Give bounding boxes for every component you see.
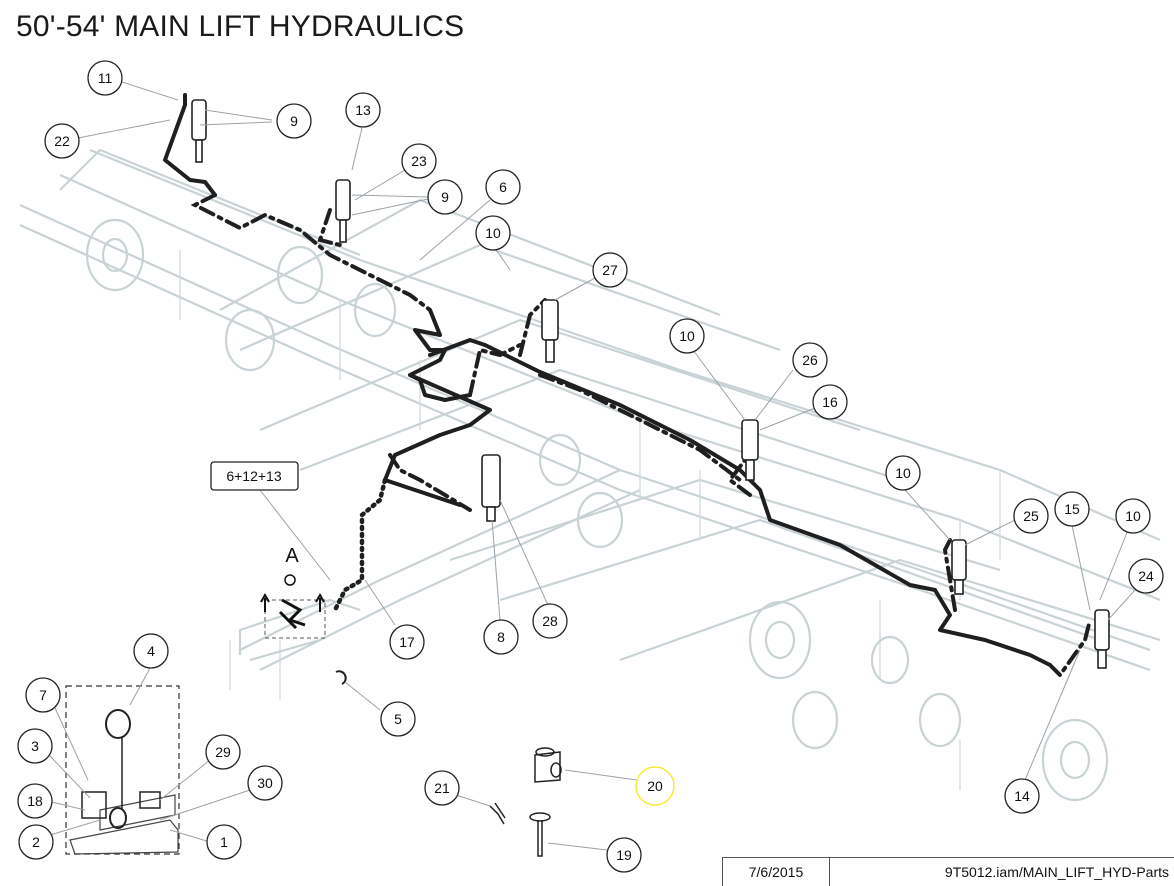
svg-text:9: 9 bbox=[290, 113, 298, 129]
svg-text:7: 7 bbox=[39, 687, 47, 703]
lift-cylinders bbox=[191, 99, 1110, 669]
callout-25: 25 bbox=[1013, 498, 1049, 534]
callout-18: 18 bbox=[17, 783, 53, 819]
svg-text:13: 13 bbox=[355, 102, 371, 118]
svg-text:11: 11 bbox=[98, 70, 113, 86]
svg-text:10: 10 bbox=[1125, 508, 1141, 524]
loose-parts bbox=[489, 747, 562, 857]
svg-text:6+12+13: 6+12+13 bbox=[226, 468, 281, 484]
svg-text:14: 14 bbox=[1014, 788, 1030, 804]
callout-10-b: 10 bbox=[669, 318, 705, 354]
svg-text:22: 22 bbox=[54, 133, 70, 149]
o-ring-part bbox=[335, 670, 347, 685]
svg-text:28: 28 bbox=[542, 613, 558, 629]
callout-26: 26 bbox=[792, 342, 828, 378]
svg-text:23: 23 bbox=[411, 153, 427, 169]
svg-text:18: 18 bbox=[27, 793, 43, 809]
hydraulic-hoses bbox=[163, 93, 1092, 679]
callout-14: 14 bbox=[1004, 778, 1040, 814]
callout-23: 23 bbox=[401, 143, 437, 179]
svg-text:6: 6 bbox=[499, 179, 507, 195]
callout-30: 30 bbox=[247, 765, 283, 801]
callout-28: 28 bbox=[532, 603, 568, 639]
callout-5: 5 bbox=[380, 701, 416, 737]
svg-text:29: 29 bbox=[215, 744, 231, 760]
svg-text:1: 1 bbox=[220, 834, 228, 850]
svg-text:16: 16 bbox=[822, 394, 838, 410]
callout-24: 24 bbox=[1128, 558, 1164, 594]
callout-27: 27 bbox=[592, 252, 628, 288]
callout-2: 2 bbox=[18, 824, 54, 860]
svg-text:10: 10 bbox=[679, 328, 695, 344]
callout-7: 7 bbox=[25, 677, 61, 713]
callout-10-c: 10 bbox=[885, 455, 921, 491]
drawing-filename: 9T5012.iam/MAIN_LIFT_HYD-Parts bbox=[944, 864, 1169, 880]
callout-10-a: 10 bbox=[475, 215, 511, 251]
svg-text:26: 26 bbox=[802, 352, 818, 368]
svg-text:15: 15 bbox=[1064, 501, 1080, 517]
leader-lines bbox=[49, 81, 1136, 851]
callout-9-upper: 9 bbox=[276, 103, 312, 139]
callout-8: 8 bbox=[483, 619, 519, 655]
svg-text:20: 20 bbox=[647, 778, 663, 794]
callout-9-lower: 9 bbox=[427, 179, 463, 215]
callout-17: 17 bbox=[389, 624, 425, 660]
svg-text:4: 4 bbox=[147, 643, 155, 659]
callout-4: 4 bbox=[133, 633, 169, 669]
callout-6-12-13: 6+12+13 bbox=[210, 461, 299, 491]
svg-text:24: 24 bbox=[1138, 568, 1154, 584]
svg-text:10: 10 bbox=[485, 225, 501, 241]
drawing-date: 7/6/2015 bbox=[723, 858, 830, 886]
callout-11: 11 bbox=[87, 60, 123, 96]
implement-frame bbox=[19, 148, 1161, 802]
callout-19: 19 bbox=[606, 837, 642, 873]
callout-15: 15 bbox=[1054, 491, 1090, 527]
diagram-title: 50'-54' MAIN LIFT HYDRAULICS bbox=[16, 10, 465, 43]
svg-text:27: 27 bbox=[602, 262, 618, 278]
callout-21: 21 bbox=[424, 770, 460, 806]
callout-22: 22 bbox=[44, 123, 80, 159]
callout-3: 3 bbox=[17, 728, 53, 764]
svg-text:2: 2 bbox=[32, 834, 40, 850]
svg-text:17: 17 bbox=[399, 634, 415, 650]
svg-text:30: 30 bbox=[257, 775, 273, 791]
title-block: 7/6/2015 9T5012.iam/MAIN_LIFT_HYD-Parts bbox=[722, 857, 1174, 886]
svg-text:10: 10 bbox=[895, 465, 911, 481]
callout-16: 16 bbox=[812, 384, 848, 420]
hitch-fittings bbox=[260, 574, 326, 639]
callout-10-d: 10 bbox=[1115, 498, 1151, 534]
callout-1: 1 bbox=[206, 824, 242, 860]
svg-text:21: 21 bbox=[434, 780, 450, 796]
svg-text:25: 25 bbox=[1023, 508, 1039, 524]
callout-29: 29 bbox=[205, 734, 241, 770]
callout-6: 6 bbox=[485, 169, 521, 205]
callout-13: 13 bbox=[345, 92, 381, 128]
detail-label-a: A bbox=[285, 545, 299, 567]
svg-text:9: 9 bbox=[441, 189, 449, 205]
svg-text:8: 8 bbox=[497, 629, 505, 645]
svg-text:5: 5 bbox=[394, 711, 402, 727]
svg-text:3: 3 bbox=[31, 738, 39, 754]
svg-text:19: 19 bbox=[616, 847, 632, 863]
callout-20-highlighted[interactable]: 20 bbox=[635, 766, 675, 806]
